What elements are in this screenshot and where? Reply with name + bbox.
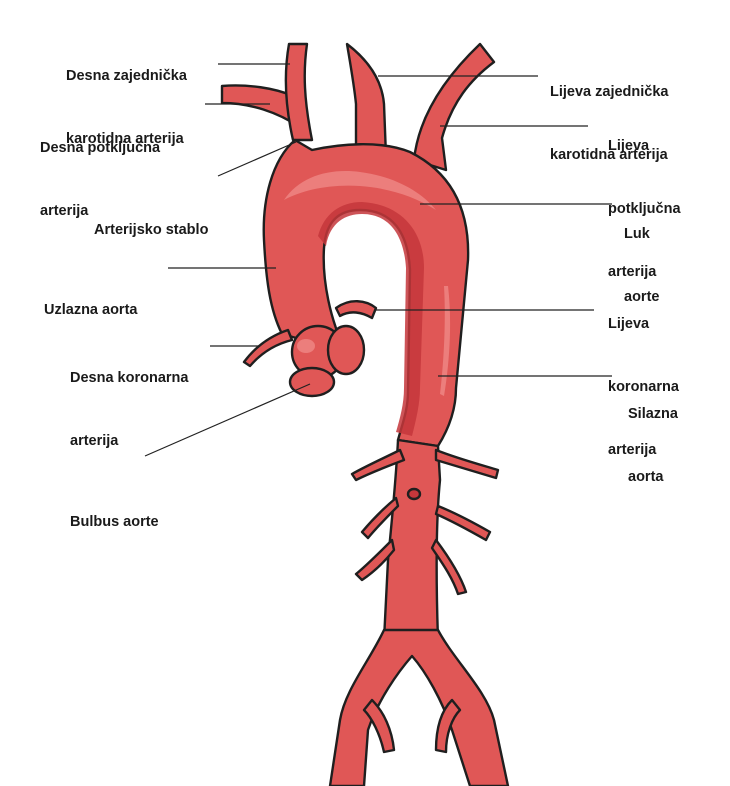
iliac-bifurcation — [328, 628, 510, 786]
abdominal-branch-3 — [360, 496, 400, 540]
label-descending-aorta: Silazna aorta — [628, 406, 678, 485]
right-iliac-branch — [434, 698, 462, 754]
label-left-coronary: Lijeva koronarna arterija — [608, 316, 679, 458]
label-ascending-aorta: Uzlazna aorta — [44, 302, 138, 318]
left-common-carotid-artery — [345, 42, 388, 158]
leader-aortic-bulb — [144, 383, 311, 457]
descending-highlight — [440, 286, 451, 396]
label-right-common-carotid: Desna zajednička karotidna arterija — [66, 68, 187, 147]
left-coronary-artery — [334, 300, 378, 320]
bulb-highlight — [297, 339, 315, 353]
right-coronary-artery — [242, 328, 294, 368]
arch-shadow — [318, 202, 424, 436]
label-aortic-arch: Luk aorte — [624, 226, 660, 305]
leader-brachiocephalic-trunk — [217, 141, 297, 177]
label-left-common-carotid: Lijeva zajednička karotidna arterija — [550, 84, 669, 163]
left-subclavian-artery — [412, 42, 496, 172]
abdominal-branch-1 — [350, 448, 406, 482]
small-vessel-stub — [406, 487, 422, 501]
label-right-coronary: Desna koronarna arterija — [70, 370, 189, 449]
arch-highlight — [284, 171, 436, 210]
label-left-subclavian: Lijeva potključna arterija — [608, 138, 681, 280]
label-aortic-bulb: Bulbus aorte — [70, 514, 159, 530]
aortic-bulb-sinus-right — [326, 324, 366, 376]
abdominal-branch-6 — [430, 538, 468, 596]
right-common-carotid-artery — [284, 42, 314, 142]
aortic-bulb-sinus-bottom — [288, 366, 336, 398]
left-iliac-branch — [362, 698, 396, 754]
abdominal-branch-4 — [434, 504, 492, 542]
label-brachiocephalic-trunk: Arterijsko stablo — [94, 222, 209, 238]
abdominal-branch-5 — [354, 538, 396, 582]
label-right-subclavian: Desna potključna arterija — [40, 140, 161, 219]
abdominal-branch-2 — [434, 448, 500, 480]
